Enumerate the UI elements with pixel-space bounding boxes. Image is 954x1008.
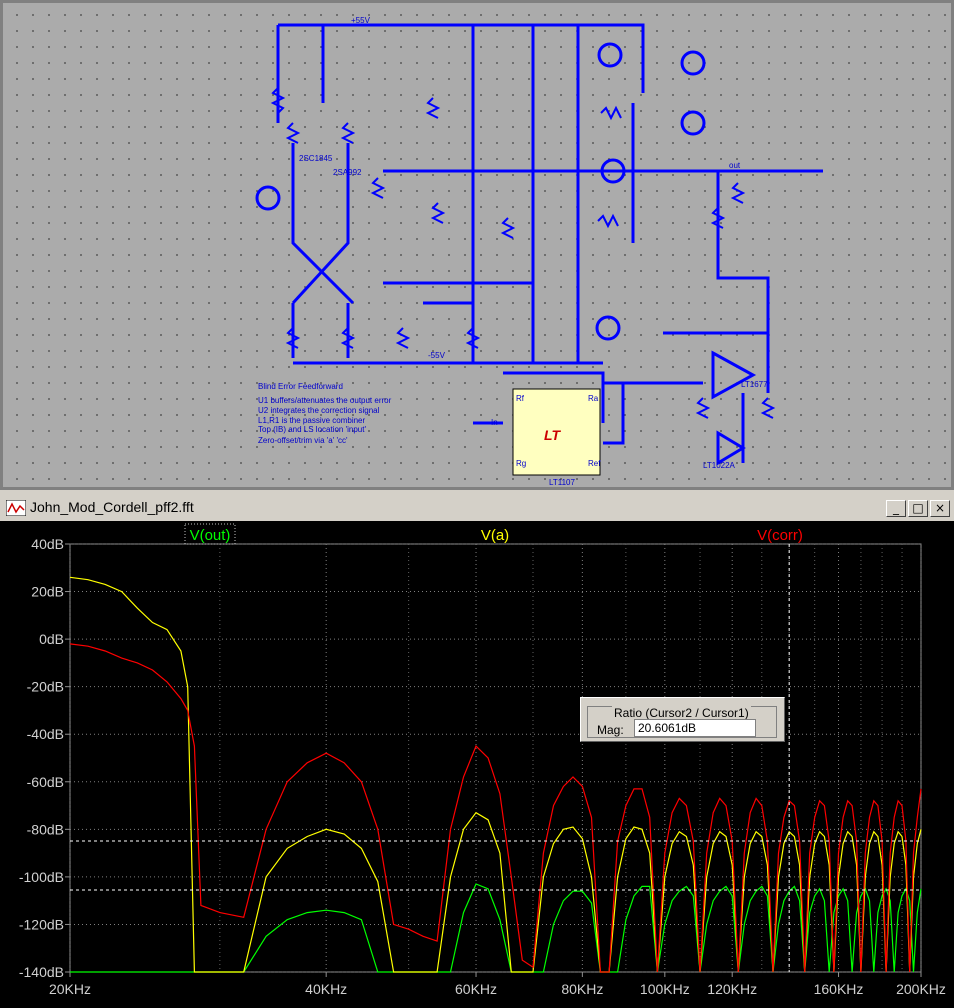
note-line-2: U1 buffers/attenuates the output error [258, 396, 392, 405]
q1-label: 2SC1845 [299, 154, 333, 163]
note-line-3: U2 integrates the correction signal [258, 406, 380, 415]
plot-frame [69, 543, 922, 973]
x-tick-label: 60KHz [455, 981, 497, 997]
x-tick-label: 40KHz [305, 981, 347, 997]
window-titlebar[interactable]: John_Mod_Cordell_pff2.fft _ □ × [0, 495, 954, 521]
in-label: In [491, 418, 498, 427]
x-tick-label: 20KHz [49, 981, 91, 997]
y-tick-label: -80dB [27, 821, 64, 837]
x-tick-label: 100KHz [640, 981, 690, 997]
ra-label: Ra [588, 394, 599, 403]
close-button[interactable]: × [930, 500, 950, 517]
y-tick-label: -60dB [27, 774, 64, 790]
vcc-label: +55V [351, 16, 371, 25]
ref-label: Ref [588, 459, 601, 468]
schematic-drawing: LT1107 LT LT1677 LT1022A +55V -55V In ou… [255, 16, 823, 487]
minimize-button[interactable]: _ [886, 500, 906, 517]
note-line-6: Zero-offset/trim via 'a' 'cc' [258, 436, 348, 445]
series-line-va [69, 576, 922, 973]
legend-entry-va: V(a) [481, 527, 509, 544]
y-tick-label: 0dB [39, 631, 64, 647]
y-tick-label: -100dB [19, 869, 64, 885]
y-tick-label: 20dB [31, 584, 64, 600]
mag-value-field[interactable]: 20.6061dB [634, 719, 756, 737]
q2-label: 2SA992 [333, 168, 362, 177]
x-tick-label: 120KHz [707, 981, 757, 997]
ratio-title: Ratio (Cursor2 / Cursor1) [612, 706, 751, 720]
series-line-vout [70, 883, 922, 973]
lt1677-label: LT1677 [741, 380, 768, 389]
y-tick-label: -40dB [27, 726, 64, 742]
note-line-5: Top (IB) and LS location 'input' [258, 425, 366, 434]
x-tick-label: 200KHz [896, 981, 946, 997]
legend-focus-box [184, 523, 236, 545]
y-tick-label: -140dB [19, 964, 64, 980]
lt1107-ic-body [512, 388, 601, 476]
waveform-window[interactable]: John_Mod_Cordell_pff2.fft _ □ × 40dB 20dB… [0, 495, 954, 1008]
maximize-button[interactable]: □ [908, 500, 928, 517]
mag-label: Mag: [597, 723, 624, 737]
legend-entry-vcorr: V(corr) [757, 527, 803, 544]
fft-chart[interactable]: 40dB 20dB 0dB -20dB -40dB -60dB -80dB -100dB -12… [0, 521, 954, 1008]
lt1107-label: LT1107 [549, 478, 575, 487]
y-tick-label: 40dB [31, 536, 64, 552]
x-tick-label: 160KHz [814, 981, 864, 997]
ratio-group: Ratio (Cursor2 / Cursor1) [587, 706, 777, 738]
rf-label: Rf [516, 394, 525, 403]
y-tick-label: -20dB [27, 679, 64, 695]
window-title: John_Mod_Cordell_pff2.fft [30, 499, 194, 515]
note-line-4: L1,R1 is the passive combiner [258, 416, 366, 425]
lt1022-label: LT1022A [703, 461, 736, 470]
note-line-1: Blind Error Feedforward [258, 382, 343, 391]
out-label: out [729, 161, 741, 170]
rg-label: Rg [516, 459, 526, 468]
y-tick-label: -120dB [19, 916, 64, 932]
cursor-ratio-box[interactable]: Ratio (Cursor2 / Cursor1) Mag: 20.6061dB [580, 697, 785, 742]
legend-entry-vout: V(out) [190, 527, 231, 544]
x-tick-label: 80KHz [561, 981, 603, 997]
series-line-vcorr [69, 643, 922, 973]
lt-logo-text: LT [544, 427, 562, 443]
vee-label: -55V [428, 351, 446, 360]
fft-plot-area[interactable]: 40dB 20dB 0dB -20dB -40dB -60dB -80dB -100dB -12… [0, 521, 954, 1008]
waveform-app-icon [6, 500, 26, 516]
schematic-pane[interactable]: LT1107 LT LT1677 LT1022A +55V -55V In ou… [0, 0, 954, 490]
